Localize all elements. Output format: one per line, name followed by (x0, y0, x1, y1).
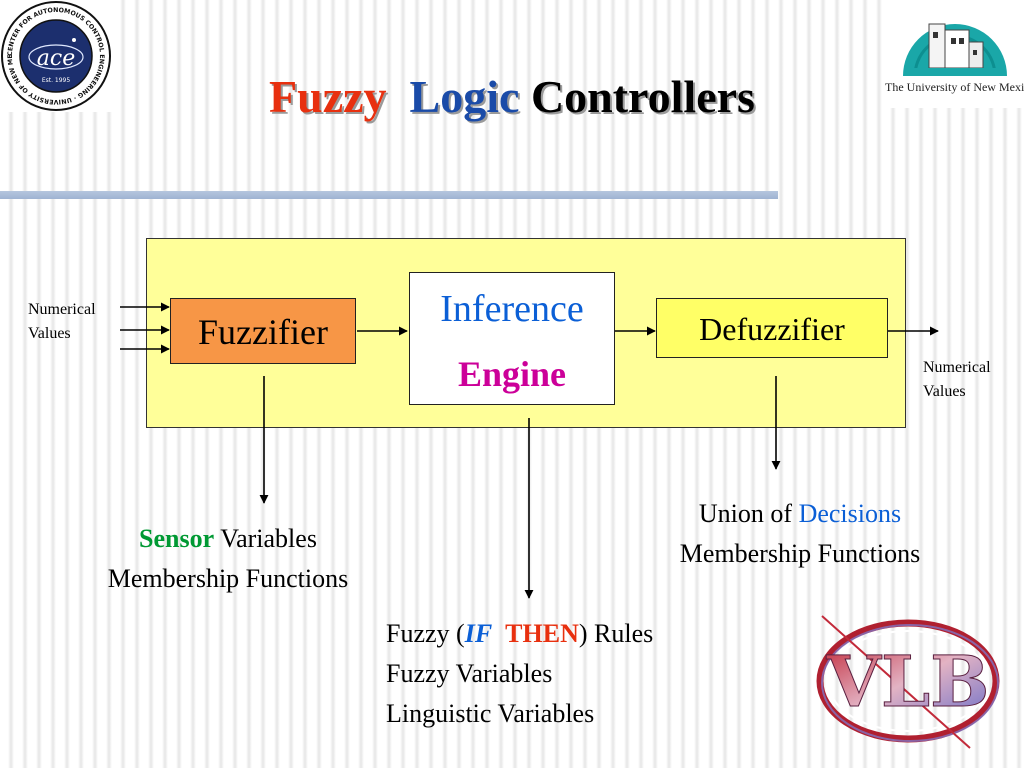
input-label-line2: Values (28, 325, 71, 342)
engine-label: Engine (457, 354, 567, 394)
ace-est-text: Est. 1995 (42, 77, 71, 84)
title-word-controllers: Controllers (530, 71, 755, 122)
inference-engine-block: Inference Engine (409, 272, 615, 405)
vlb-logo: VLB (808, 606, 1008, 756)
title-word-fuzzy: Fuzzy (269, 71, 387, 122)
inference-label: Inference (440, 288, 584, 330)
rules-line2: Fuzzy Variables (386, 659, 553, 688)
sensor-rest: Variables (214, 524, 317, 553)
unm-name: The University of New Mexico (885, 80, 1024, 94)
sensor-highlight: Sensor (139, 524, 215, 553)
rules-then: THEN (505, 619, 579, 648)
input-label: Numerical Values (28, 298, 96, 346)
output-label: Numerical Values (923, 356, 991, 404)
title-word-logic: Logic (409, 71, 520, 122)
output-label-line2: Values (923, 383, 966, 400)
rules-line3: Linguistic Variables (386, 699, 595, 728)
defuzzifier-block: Defuzzifier (656, 298, 888, 358)
unm-logo: The University of New Mexico (885, 0, 1024, 108)
rules-suffix: ) Rules (578, 619, 654, 648)
vlb-logo-text: VLB (826, 640, 990, 723)
rules-if: IF (464, 619, 493, 648)
output-label-line1: Numerical (923, 359, 991, 376)
fuzzifier-block: Fuzzifier (170, 298, 356, 364)
rules-prefix: Fuzzy ( (386, 619, 465, 648)
union-highlight: Decisions (798, 499, 902, 528)
title-divider (0, 191, 778, 199)
input-label-line1: Numerical (28, 301, 96, 318)
page-title: Fuzzy Logic Controllers (0, 70, 1024, 123)
rules-caption: Fuzzy (IF THEN) Rules Fuzzy Variables Li… (386, 614, 653, 734)
union-caption: Union of Decisions Membership Functions (630, 494, 970, 574)
ace-logo-text: ace (37, 46, 75, 71)
union-prefix: Union of (698, 499, 799, 528)
ace-logo: CENTER FOR AUTONOMOUS CONTROL ENGINEERIN… (0, 0, 112, 112)
union-line2: Membership Functions (679, 539, 921, 568)
sensor-caption: Sensor Variables Membership Functions (60, 519, 396, 599)
sensor-line2: Membership Functions (107, 564, 349, 593)
